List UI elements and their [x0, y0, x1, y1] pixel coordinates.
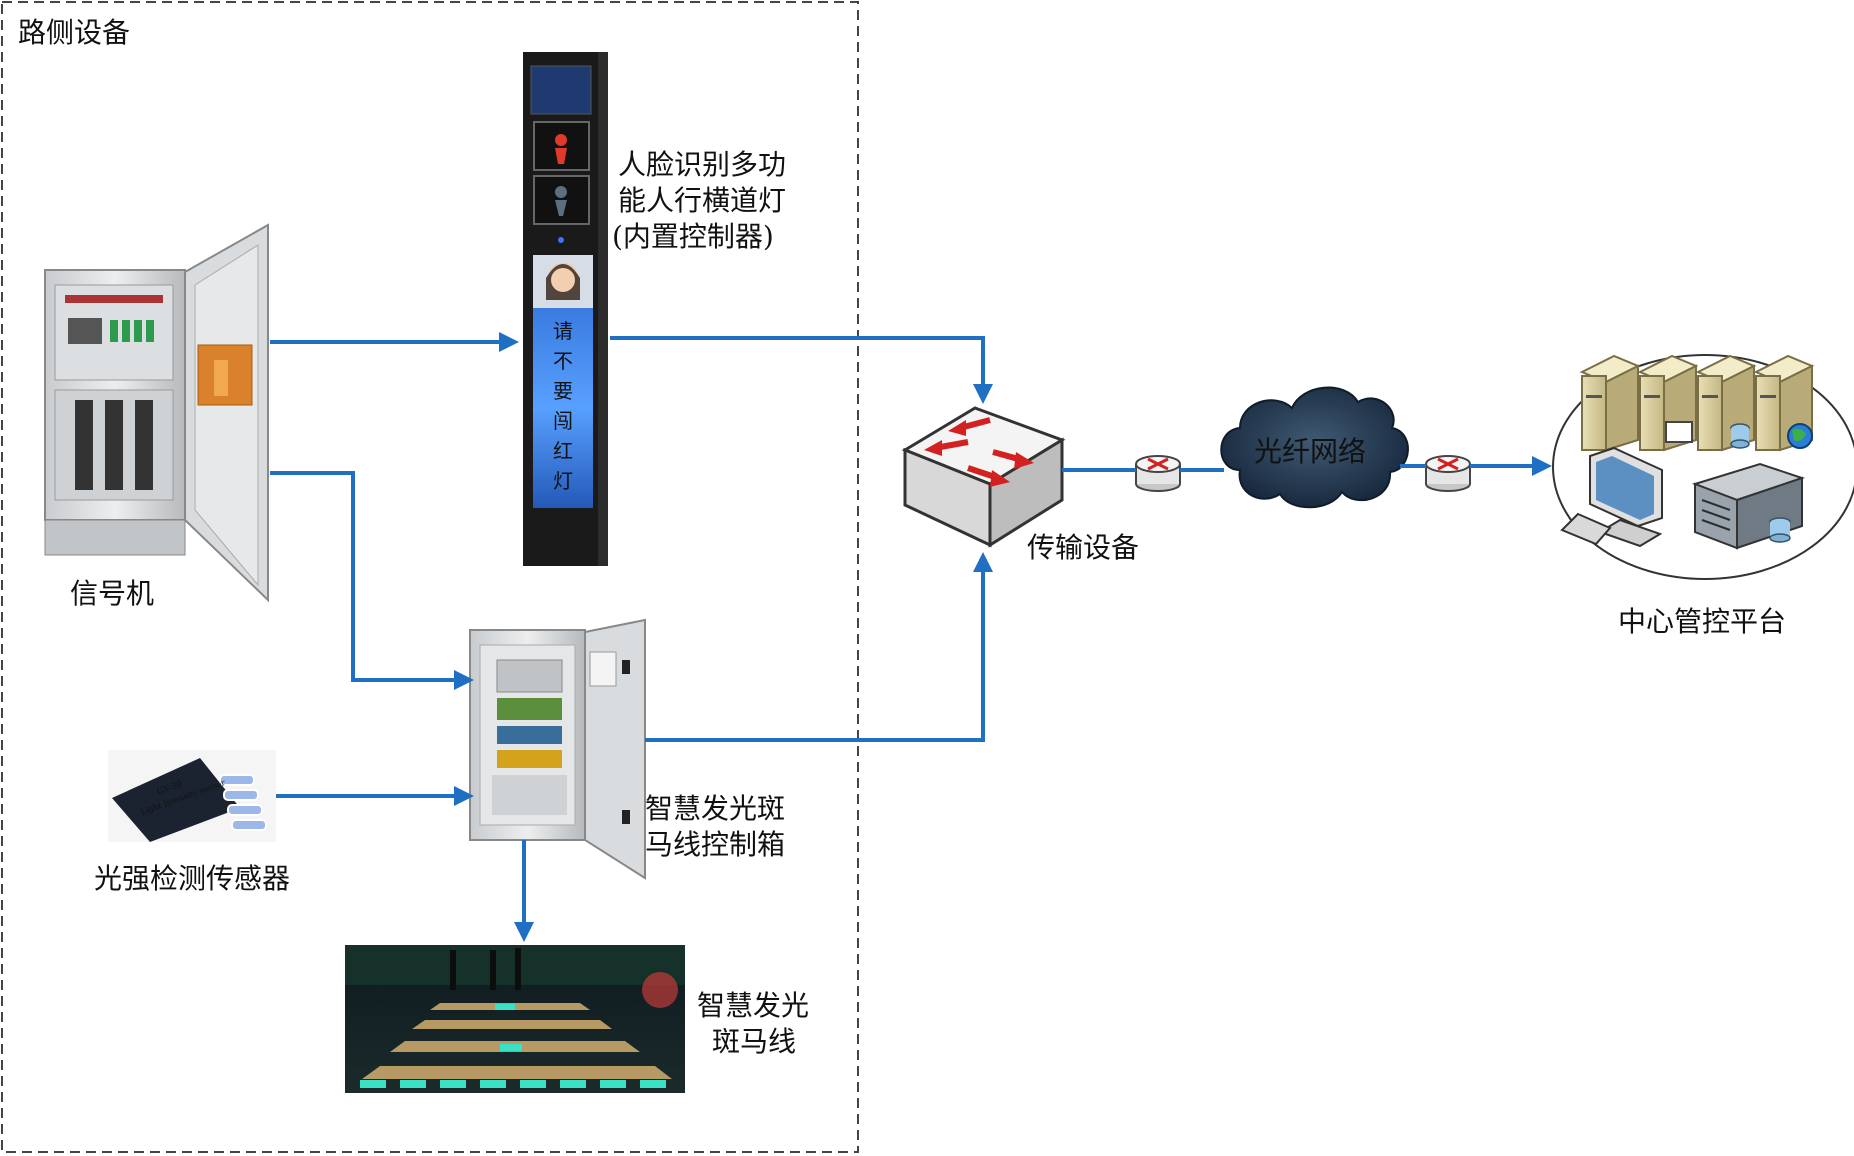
control-platform-label: 中心管控平台	[1618, 605, 1786, 638]
pedestrian-light-label-line3: (内置控制器)	[612, 220, 774, 253]
transmission-label: 传输设备	[1027, 531, 1139, 564]
roadside-label: 路侧设备	[18, 16, 130, 49]
connectors	[270, 332, 1552, 942]
roadside-boundary	[1, 1, 859, 1153]
pole-screen-char-6: 灯	[553, 469, 573, 493]
storage-server	[1691, 462, 1806, 550]
control-box-label-line2: 马线控制箱	[645, 828, 785, 861]
pole-screen-char-1: 请	[553, 319, 573, 343]
signal-machine-label: 信号机	[70, 577, 154, 610]
pole-screen-char-5: 红	[553, 439, 573, 463]
transmission-switch	[901, 406, 1066, 548]
router-right	[1425, 455, 1471, 492]
control-box-label-line1: 智慧发光斑	[645, 792, 785, 825]
pedestrian-light-pole	[523, 52, 608, 566]
pole-screen-char-4: 闯	[553, 409, 573, 433]
workstation	[1560, 446, 1663, 548]
crosswalk-label-line2: 斑马线	[712, 1025, 796, 1058]
arrow-pole-to-switch	[610, 336, 993, 404]
arrow-signal-to-controlbox	[270, 471, 474, 690]
server-cluster	[1579, 354, 1815, 452]
pedestrian-light-label-line2: 能人行横道灯	[618, 184, 786, 217]
router-left	[1135, 455, 1181, 492]
light-sensor-board	[108, 750, 276, 842]
pole-screen-char-2: 不	[553, 349, 573, 373]
signal-machine-cabinet	[44, 223, 269, 603]
fiber-network-cloud	[1220, 386, 1409, 509]
arrow-controlbox-to-switch	[645, 552, 993, 742]
crosswalk-label-line1: 智慧发光	[697, 989, 809, 1022]
glowing-crosswalk-photo	[345, 945, 685, 1093]
pole-screen-char-3: 要	[553, 379, 573, 403]
fiber-network-label: 光纤网络	[1254, 435, 1366, 468]
pedestrian-light-label-line1: 人脸识别多功	[618, 148, 786, 181]
light-sensor-label: 光强检测传感器	[94, 862, 290, 895]
crosswalk-control-box	[469, 618, 646, 880]
